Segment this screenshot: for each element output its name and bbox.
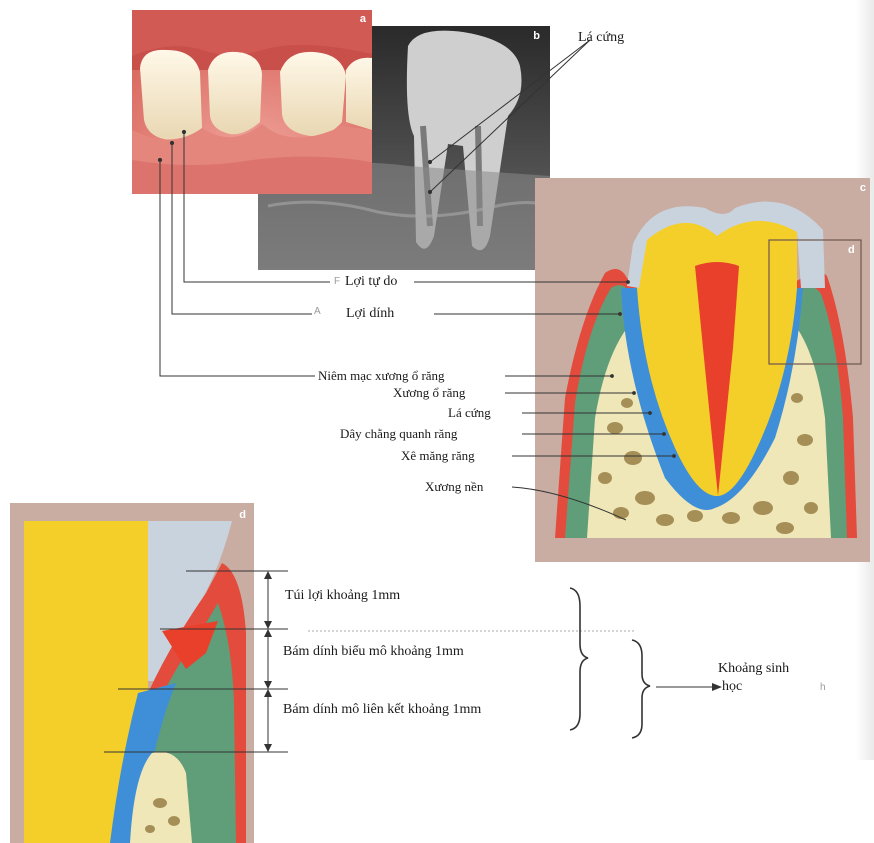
label-bam-dinh-lien-ket: Bám dính mô liên kết khoảng 1mm — [283, 702, 481, 718]
tooth-diagram-panel: c d — [535, 178, 870, 562]
label-bam-dinh-bieu-mo: Bám dính biểu mô khoảng 1mm — [283, 644, 464, 660]
clinical-photo-panel: a — [132, 10, 372, 194]
panel-letter-c: c — [860, 182, 866, 194]
label-tui-loi: Túi lợi khoảng 1mm — [285, 588, 400, 604]
label-day-chang: Dây chằng quanh răng — [340, 426, 457, 442]
marker-f: F — [334, 276, 340, 287]
label-xuong-nen: Xương nền — [425, 479, 483, 495]
detail-panel: d — [10, 503, 254, 843]
tooth-cross-section — [535, 178, 870, 562]
label-la-cung: Lá cứng — [448, 405, 491, 421]
panel-letter-a: a — [360, 13, 366, 25]
label-xuong-o-rang: Xương ổ răng — [393, 385, 465, 401]
panel-letter-h: h — [820, 682, 826, 693]
panel-letter-d: d — [239, 509, 246, 521]
panel-letter-d-inset: d — [848, 244, 855, 256]
label-loi-dinh: Lợi dính — [346, 306, 394, 322]
gingival-attachment-detail — [10, 503, 254, 843]
label-khoang-sinh-hoc-line1: Khoảng sinh — [718, 661, 789, 677]
label-loi-tu-do: Lợi tự do — [345, 274, 397, 290]
label-la-cung-top: Lá cứng — [578, 30, 624, 46]
panel-letter-b: b — [533, 30, 540, 42]
label-khoang-sinh-hoc-line2: học — [722, 679, 742, 695]
marker-a: A — [314, 306, 321, 317]
label-xe-mang: Xê măng răng — [401, 448, 475, 464]
label-niem-mac: Niêm mạc xương ổ răng — [318, 368, 445, 384]
clinical-photo — [132, 10, 372, 194]
